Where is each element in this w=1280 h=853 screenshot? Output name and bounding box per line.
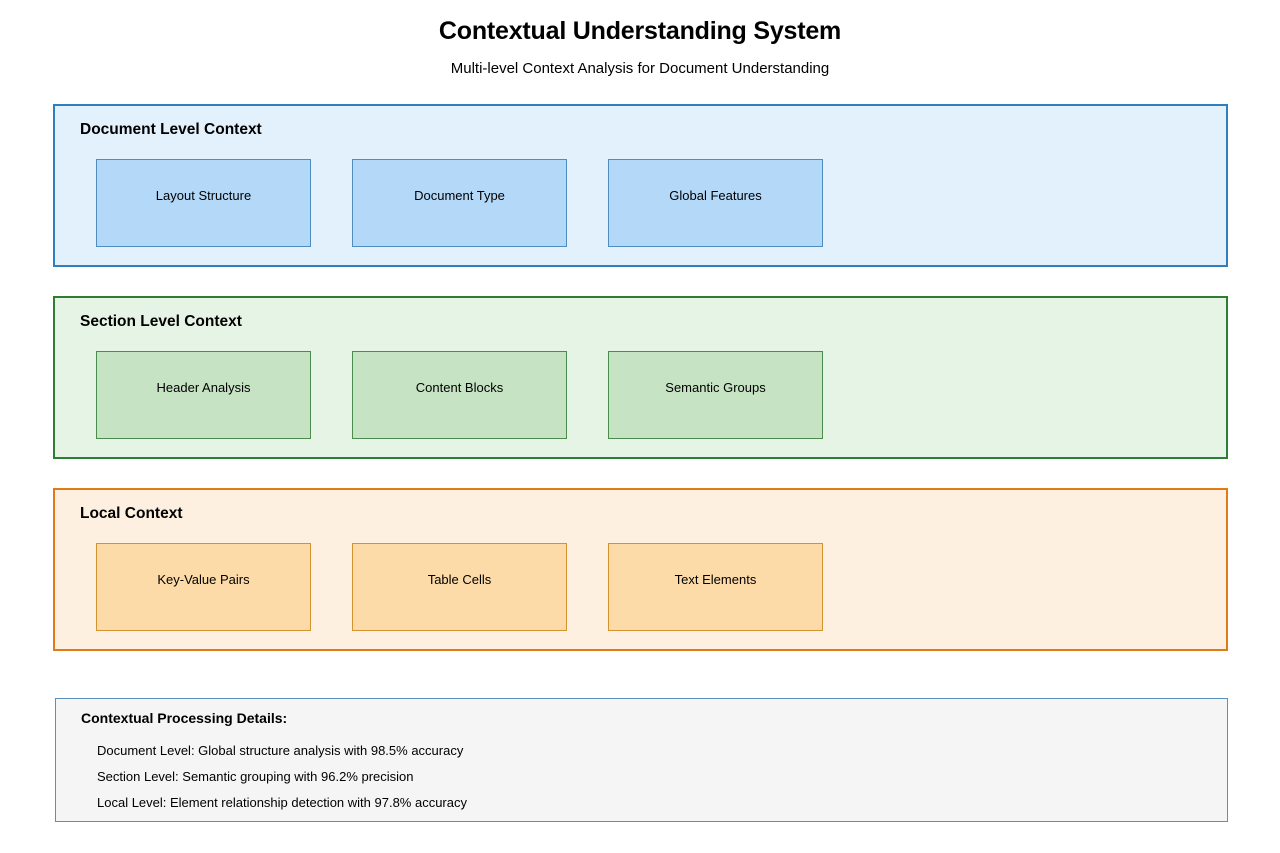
level-item-header-analysis[interactable]: Header Analysis bbox=[96, 351, 311, 439]
details-list-item: Document Level: Global structure analysi… bbox=[97, 743, 464, 758]
contextual-processing-details-panel: Contextual Processing Details: Document … bbox=[55, 698, 1228, 822]
level-items-section: Header Analysis Content Blocks Semantic … bbox=[96, 351, 823, 439]
level-item-content-blocks[interactable]: Content Blocks bbox=[352, 351, 567, 439]
level-title-document: Document Level Context bbox=[80, 121, 262, 138]
level-item-label: Document Type bbox=[414, 187, 505, 203]
page-subtitle: Multi-level Context Analysis for Documen… bbox=[450, 59, 830, 77]
level-items-document: Layout Structure Document Type Global Fe… bbox=[96, 159, 823, 247]
details-list: Document Level: Global structure analysi… bbox=[97, 743, 467, 822]
context-levels-container: Document Level Context Layout Structure … bbox=[53, 104, 1228, 680]
level-panel-section: Section Level Context Header Analysis Co… bbox=[53, 296, 1228, 459]
page-title: Contextual Understanding System bbox=[438, 17, 842, 45]
level-item-table-cells[interactable]: Table Cells bbox=[352, 543, 567, 631]
level-title-section: Section Level Context bbox=[80, 313, 242, 330]
level-item-label: Header Analysis bbox=[156, 379, 251, 395]
level-panel-local: Local Context Key-Value Pairs Table Cell… bbox=[53, 488, 1228, 651]
level-item-key-value-pairs[interactable]: Key-Value Pairs bbox=[96, 543, 311, 631]
level-item-document-type[interactable]: Document Type bbox=[352, 159, 567, 247]
level-item-label: Key-Value Pairs bbox=[157, 571, 250, 587]
level-item-label: Table Cells bbox=[427, 571, 492, 587]
details-panel-title: Contextual Processing Details: bbox=[81, 710, 288, 726]
level-item-label: Content Blocks bbox=[415, 379, 504, 395]
level-panel-document: Document Level Context Layout Structure … bbox=[53, 104, 1228, 267]
level-item-semantic-groups[interactable]: Semantic Groups bbox=[608, 351, 823, 439]
level-item-text-elements[interactable]: Text Elements bbox=[608, 543, 823, 631]
level-item-layout-structure[interactable]: Layout Structure bbox=[96, 159, 311, 247]
level-item-global-features[interactable]: Global Features bbox=[608, 159, 823, 247]
details-list-item: Section Level: Semantic grouping with 96… bbox=[97, 769, 414, 784]
level-item-label: Global Features bbox=[669, 187, 762, 203]
level-item-label: Text Elements bbox=[674, 571, 757, 587]
details-list-item: Local Level: Element relationship detect… bbox=[97, 795, 467, 810]
level-items-local: Key-Value Pairs Table Cells Text Element… bbox=[96, 543, 823, 631]
page-header: Contextual Understanding System Multi-le… bbox=[0, 0, 1280, 77]
level-item-label: Layout Structure bbox=[155, 187, 252, 203]
level-title-local: Local Context bbox=[80, 505, 183, 522]
level-item-label: Semantic Groups bbox=[665, 379, 766, 395]
